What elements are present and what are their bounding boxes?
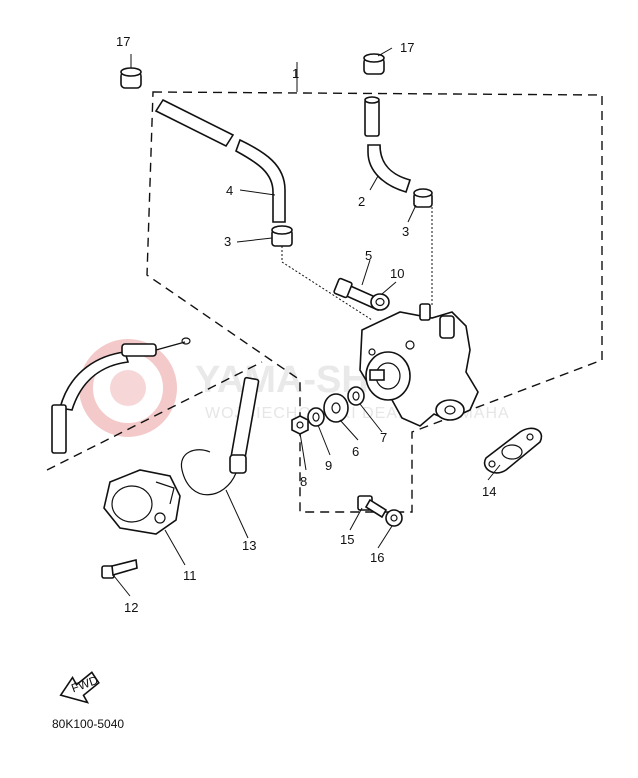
clip-3-right (413, 188, 433, 208)
plate-6 (323, 393, 349, 423)
cable-13 (180, 376, 260, 496)
gasket-14 (483, 427, 543, 474)
callout-14: 14 (482, 484, 496, 499)
drawing-code: 80K100-5040 (52, 717, 124, 731)
callout-6: 6 (352, 444, 359, 459)
hose-2 (364, 96, 412, 193)
bolt-15 (357, 495, 388, 519)
guide-clip (281, 246, 373, 321)
clip-17-right (363, 53, 385, 75)
callout-1: 1 (292, 66, 299, 81)
callout-15: 15 (340, 532, 354, 547)
oil-pump-body (359, 303, 479, 427)
callout-labels: 17 17 1 4 3 2 3 5 10 7 6 9 8 14 15 16 13… (116, 34, 496, 615)
callout-5: 5 (365, 248, 372, 263)
callout-3-right: 3 (402, 224, 409, 239)
pump-nipple-side (439, 315, 455, 339)
pump-nipple-top (419, 303, 431, 321)
callout-13: 13 (242, 538, 256, 553)
callout-17-left: 17 (116, 34, 130, 49)
cover-11 (103, 469, 181, 535)
pump-shaft (369, 369, 385, 381)
pump-cable (51, 337, 191, 454)
watermark-logo-core (110, 370, 146, 406)
pump-mount-flange (435, 399, 465, 421)
screw-12 (101, 559, 138, 579)
callout-12: 12 (124, 600, 138, 615)
clip-3-left (271, 225, 293, 247)
washer-9 (307, 407, 325, 427)
clip-17-left (120, 67, 142, 89)
assembly-boundary (146, 91, 603, 513)
callout-3-left: 3 (224, 234, 231, 249)
callout-8: 8 (300, 474, 307, 489)
nut-8 (291, 415, 309, 435)
callout-10: 10 (390, 266, 404, 281)
hose-4 (154, 98, 286, 223)
callout-4: 4 (226, 183, 233, 198)
washer-10 (370, 293, 390, 311)
callout-11: 11 (183, 568, 197, 583)
callout-16: 16 (370, 550, 384, 565)
washer-7 (347, 386, 365, 406)
washer-16 (385, 509, 403, 527)
callout-7: 7 (380, 430, 387, 445)
forward-arrow-icon: FWD (59, 671, 100, 704)
callout-2: 2 (358, 194, 365, 209)
callout-9: 9 (325, 458, 332, 473)
leader-lines (113, 47, 501, 597)
callout-17-right: 17 (400, 40, 414, 55)
lower-boundary (46, 361, 263, 471)
